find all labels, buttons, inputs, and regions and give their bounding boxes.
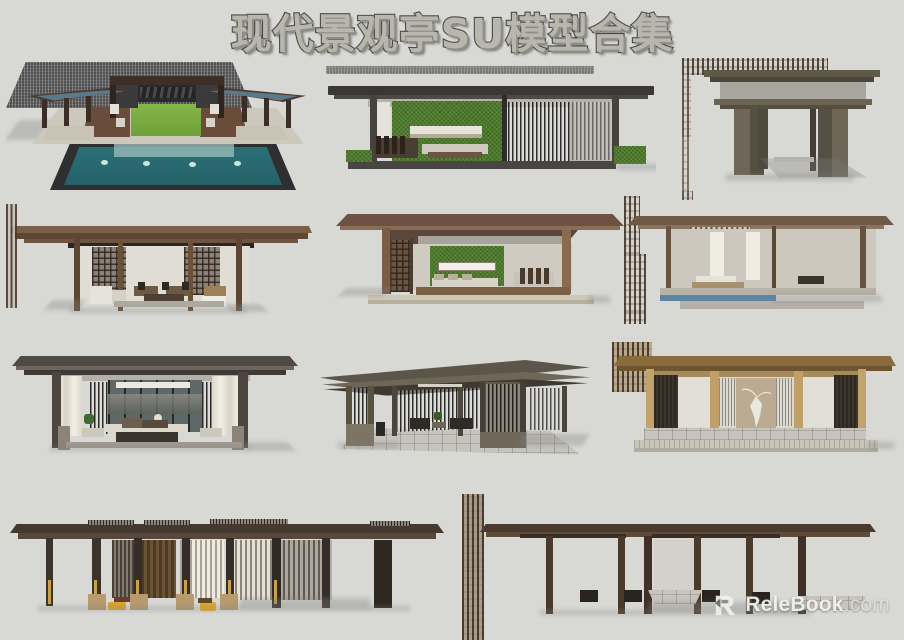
model-render-long-linear-pavilion-with-dark-columns bbox=[4, 494, 456, 640]
gallery-item-9[interactable] bbox=[612, 342, 902, 476]
tree-motif-icon bbox=[741, 388, 772, 428]
model-render-golden-timber-pavilion-with-art-panel bbox=[612, 342, 902, 476]
gallery-item-8[interactable] bbox=[314, 342, 610, 476]
gallery-item-4[interactable] bbox=[6, 204, 318, 330]
watermark-domain: .com bbox=[843, 593, 890, 616]
gallery-item-5[interactable] bbox=[326, 196, 636, 324]
relebook-r-logo-icon bbox=[715, 595, 736, 616]
watermark-text: ReleBook.com bbox=[745, 593, 890, 617]
watermark: ReleBook.com bbox=[713, 592, 890, 618]
gallery-item-7[interactable] bbox=[4, 342, 310, 480]
model-render-pavilion-with-perforated-decorative-screens bbox=[624, 196, 900, 324]
model-render-curtained-lounge-pavilion bbox=[4, 342, 310, 480]
model-render-decorative-screen-pavilion-wide bbox=[462, 494, 902, 640]
model-render-warm-wood-pavilion-with-green-feature-wall bbox=[326, 196, 636, 324]
gallery-item-6[interactable] bbox=[624, 196, 900, 324]
gallery-item-10[interactable] bbox=[4, 494, 456, 640]
model-render-courtyard-pavilion-with-reflecting-pool bbox=[6, 62, 318, 204]
gallery-item-11[interactable] bbox=[462, 494, 902, 640]
gallery-item-2[interactable] bbox=[326, 66, 656, 196]
watermark-brand: ReleBook bbox=[745, 593, 844, 616]
model-render-wide-timber-pavilion-with-lattice-screens bbox=[6, 204, 318, 330]
model-render-green-wall-pavilion-with-slat-screen bbox=[326, 66, 656, 196]
gallery-item-3[interactable] bbox=[682, 58, 900, 200]
page-title: 现代景观亭SU模型合集 bbox=[0, 6, 904, 62]
model-render-stone-column-entry-gate bbox=[682, 58, 900, 200]
model-render-slatted-pavilion-perspective bbox=[314, 342, 610, 476]
gallery-item-1[interactable] bbox=[6, 62, 318, 204]
page-title-text: 现代景观亭SU模型合集 bbox=[229, 9, 674, 58]
